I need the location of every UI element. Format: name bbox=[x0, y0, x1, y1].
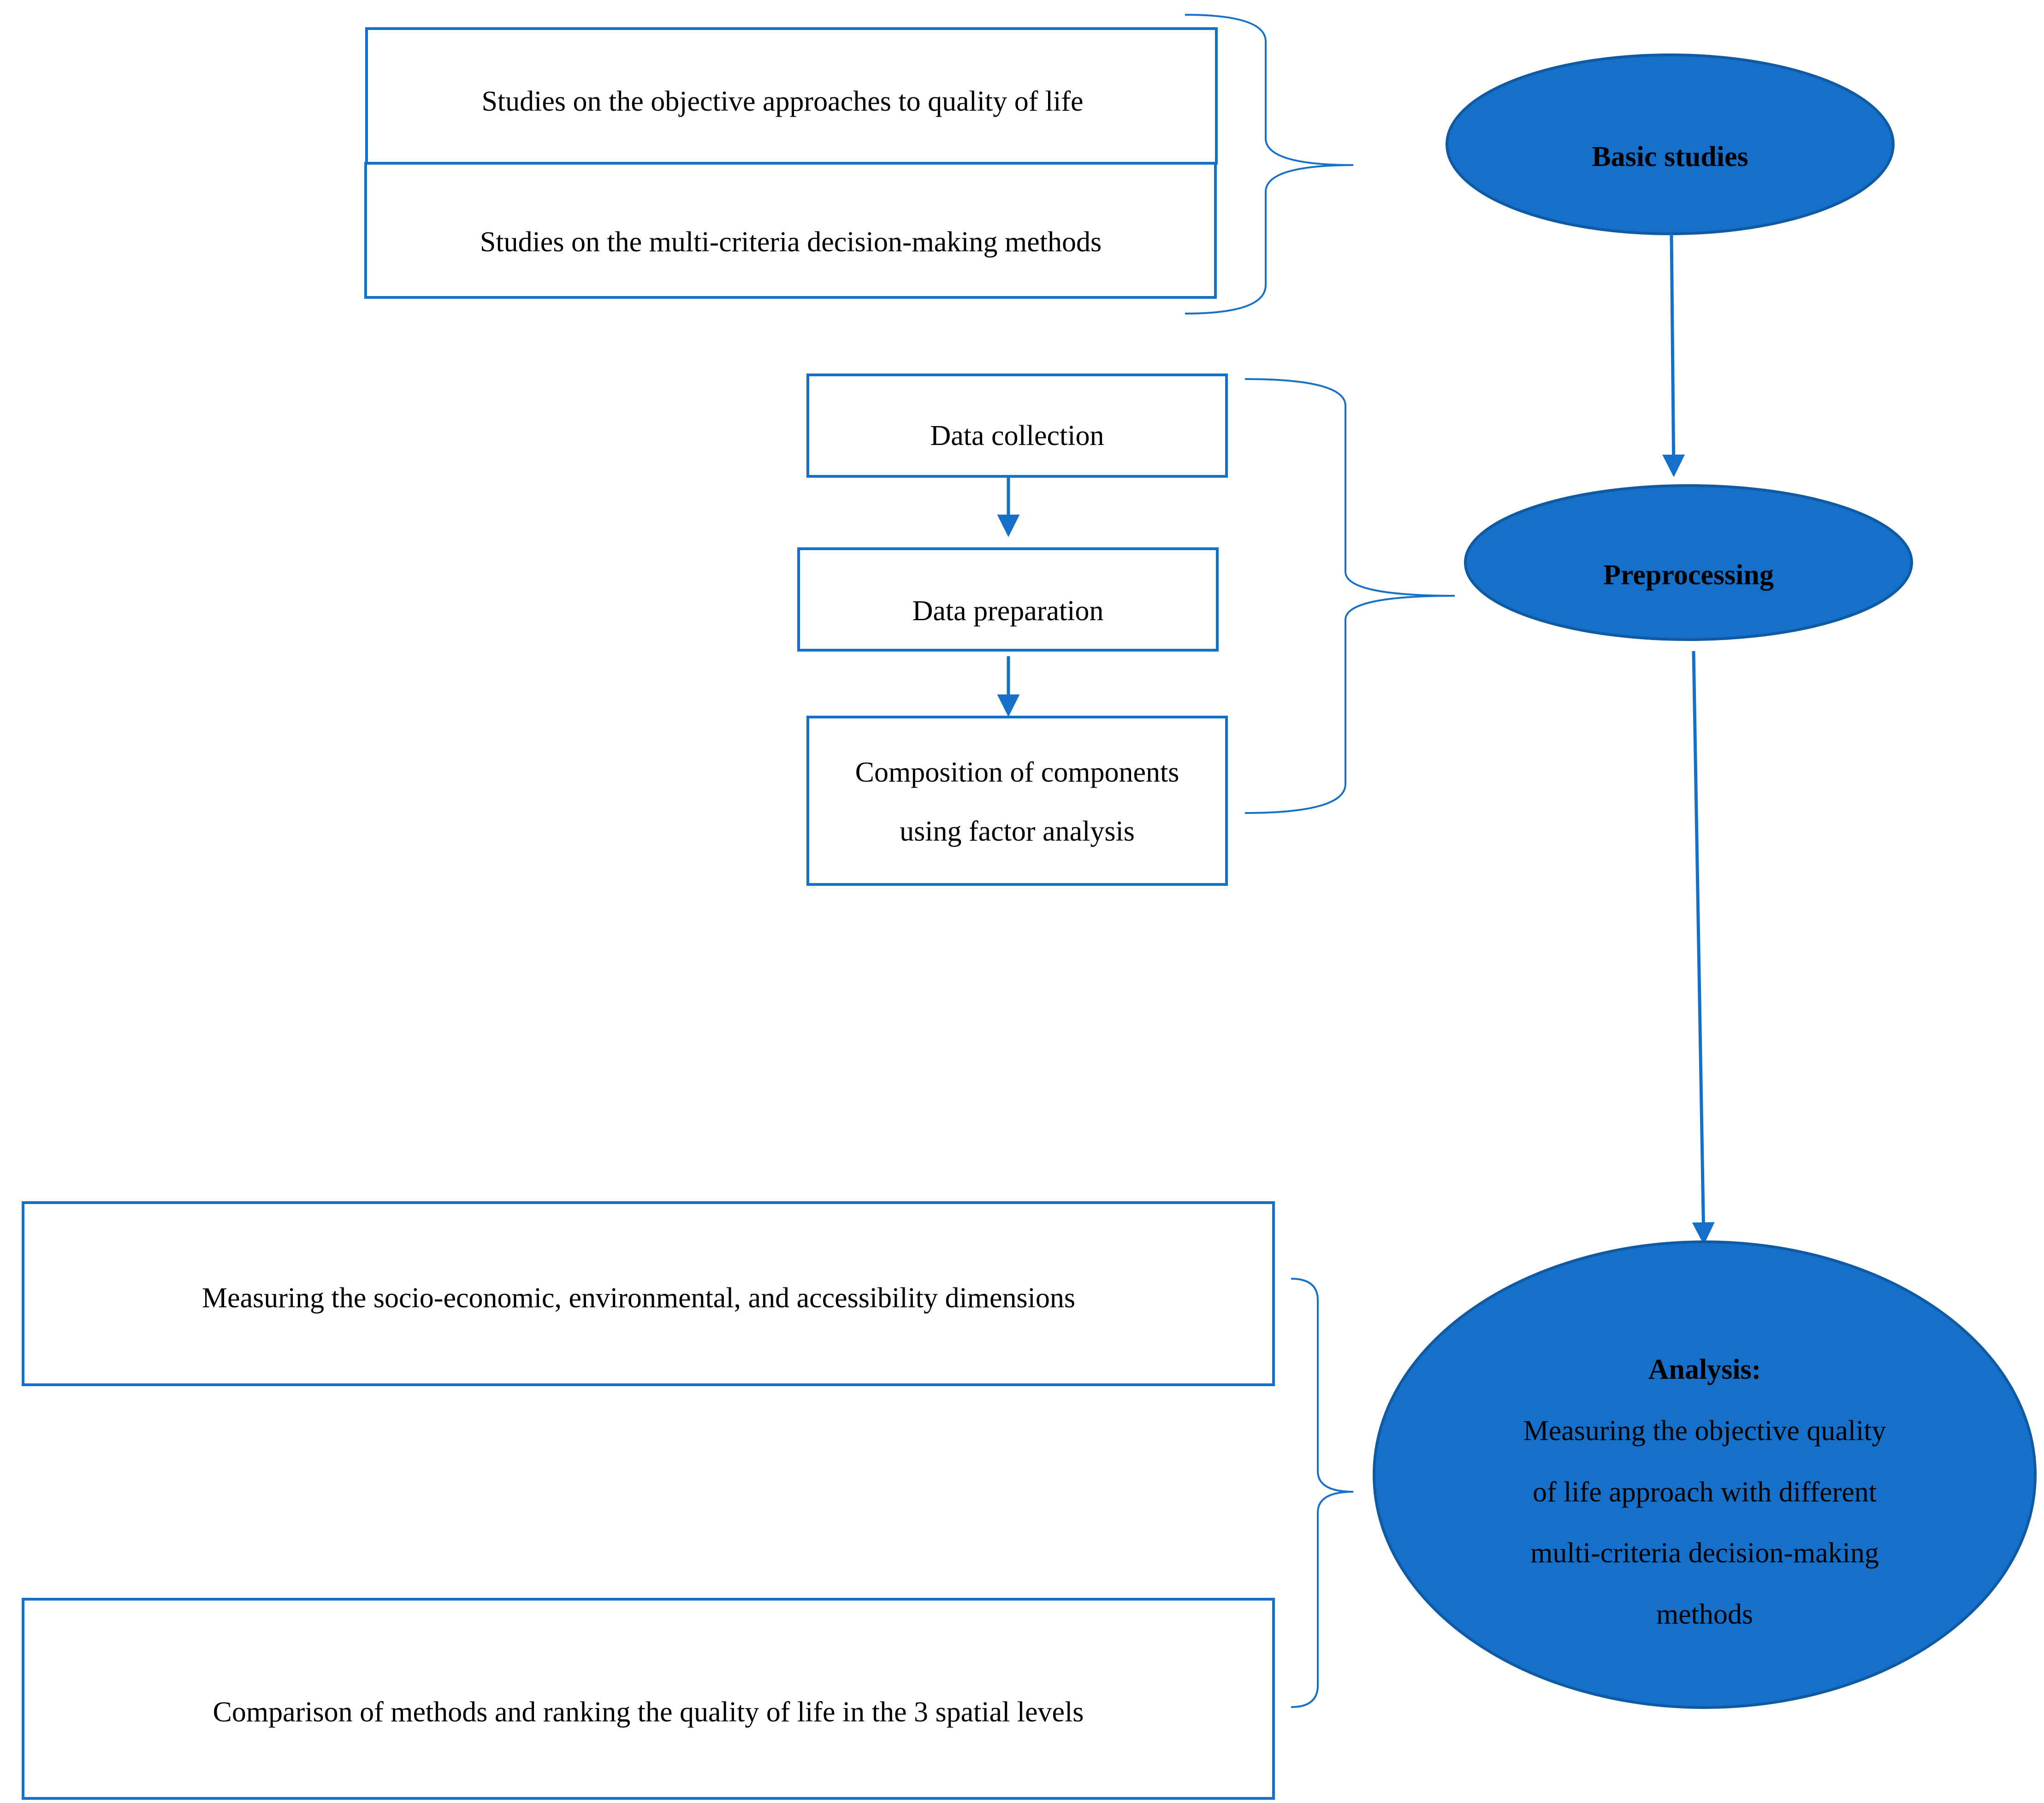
node-basic-studies: Basic studies bbox=[1446, 53, 1895, 235]
box-measuring-dimensions-label: Measuring the socio-economic, environmen… bbox=[202, 1282, 1075, 1314]
brace-analysis bbox=[1291, 1278, 1354, 1708]
box-data-preparation: Data preparation bbox=[797, 547, 1219, 652]
box-comparison-label: Comparison of methods and ranking the qu… bbox=[213, 1696, 1084, 1728]
brace-basic-studies bbox=[1185, 14, 1354, 314]
arrow-preprocessing-to-analysis bbox=[1692, 651, 1715, 1245]
box-data-collection: Data collection bbox=[806, 374, 1228, 478]
node-analysis-line-2: of life approach with different bbox=[1533, 1477, 1877, 1508]
node-analysis: Analysis: Measuring the objective qualit… bbox=[1373, 1240, 2037, 1709]
node-preprocessing-label: Preprocessing bbox=[1603, 559, 1774, 591]
box-mcdm-studies-label: Studies on the multi-criteria decision-m… bbox=[480, 226, 1102, 258]
node-analysis-title: Analysis: bbox=[1648, 1354, 1761, 1385]
box-measuring-dimensions: Measuring the socio-economic, environmen… bbox=[22, 1201, 1275, 1386]
node-analysis-line-4: methods bbox=[1656, 1599, 1753, 1630]
box-composition: Composition of components using factor a… bbox=[806, 716, 1228, 886]
arrow-basic-to-preprocessing bbox=[1662, 233, 1685, 477]
box-composition-line-1: Composition of components bbox=[855, 757, 1179, 788]
box-data-preparation-label: Data preparation bbox=[912, 595, 1104, 627]
box-objective-approaches-label: Studies on the objective approaches to q… bbox=[481, 86, 1083, 117]
brace-preprocessing bbox=[1244, 378, 1455, 814]
box-mcdm-studies: Studies on the multi-criteria decision-m… bbox=[364, 162, 1217, 299]
box-comparison: Comparison of methods and ranking the qu… bbox=[22, 1598, 1275, 1800]
node-preprocessing: Preprocessing bbox=[1464, 484, 1913, 641]
box-data-collection-label: Data collection bbox=[930, 420, 1104, 451]
node-basic-studies-label: Basic studies bbox=[1592, 141, 1748, 172]
box-composition-line-2: using factor analysis bbox=[900, 816, 1135, 847]
node-analysis-line-3: multi-criteria decision-making bbox=[1530, 1537, 1879, 1569]
node-analysis-line-1: Measuring the objective quality bbox=[1523, 1415, 1886, 1447]
box-objective-approaches: Studies on the objective approaches to q… bbox=[365, 27, 1218, 165]
